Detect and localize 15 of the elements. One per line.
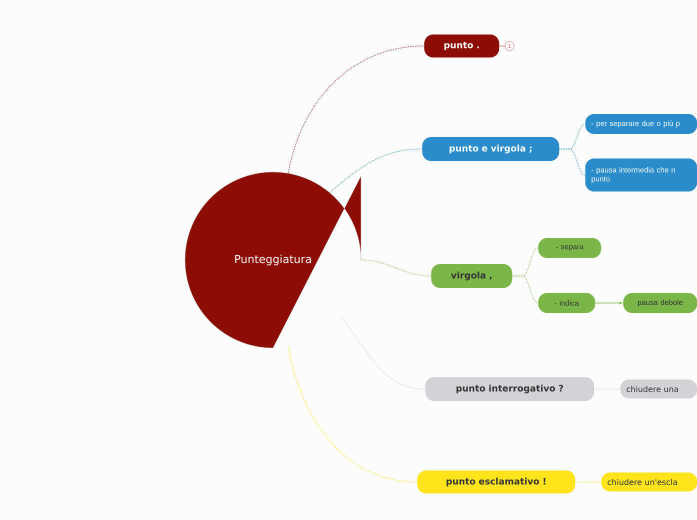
connector [329, 148, 422, 193]
topic-box: punto e virgola ; [422, 137, 560, 161]
topic-box: virgola , [431, 264, 512, 288]
connector [559, 148, 586, 176]
central-topic: Punteggiatura [184, 172, 362, 348]
topic-box: punto esclamativo ! [417, 470, 576, 494]
connector [360, 260, 432, 276]
connector [340, 316, 426, 390]
connector [288, 46, 424, 174]
connector [512, 276, 538, 304]
subtopic-box: chiudere una [620, 380, 697, 398]
connector [288, 346, 418, 482]
topic-box: punto . [424, 34, 500, 58]
subtopic-box: chiudere un'escla [601, 472, 697, 492]
topic-box: punto interrogativo ? [425, 377, 594, 401]
